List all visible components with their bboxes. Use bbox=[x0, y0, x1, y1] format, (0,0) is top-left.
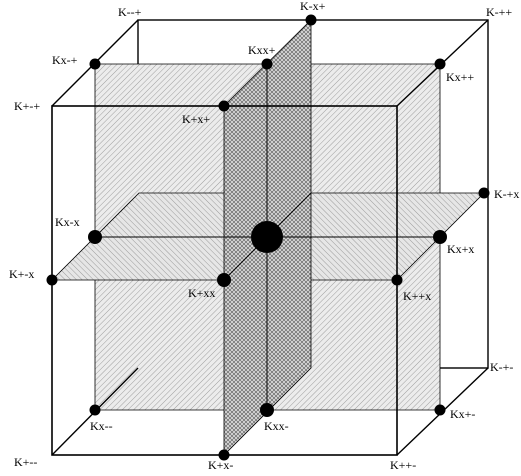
node-kx-minus-plus bbox=[89, 58, 101, 70]
label-k-plus-x-plus: K+x+ bbox=[182, 112, 210, 126]
node-center bbox=[251, 221, 283, 253]
label-kx-plus-x: Kx+x bbox=[447, 242, 474, 256]
label-k-plus-plus-x: K++x bbox=[403, 289, 431, 303]
node-kxx-minus bbox=[260, 403, 274, 417]
node-kx-plus-minus bbox=[434, 404, 446, 416]
label-k-plus-minus-minus: K+-- bbox=[14, 455, 37, 469]
node-k-plus-xx bbox=[217, 273, 231, 287]
node-k-plus-x-minus bbox=[218, 449, 230, 461]
label-kx-plus-minus: Kx+- bbox=[450, 407, 475, 421]
label-k-plus-minus-x: K+-x bbox=[9, 267, 34, 281]
label-kxx-minus: Kxx- bbox=[264, 419, 289, 433]
label-k-minus-plus-x: K-+x bbox=[494, 187, 519, 201]
label-k-minus-x-plus: K-x+ bbox=[300, 0, 326, 13]
node-kxx-plus bbox=[261, 58, 273, 70]
node-kx-minus-minus bbox=[89, 404, 101, 416]
label-kxx-plus: Kxx+ bbox=[248, 43, 276, 57]
node-k-plus-plus-x bbox=[391, 274, 403, 286]
label-k-plus-minus-plus: K+-+ bbox=[14, 99, 40, 113]
label-k-minus-plus-plus: K-++ bbox=[486, 5, 512, 19]
node-kx-plus-plus bbox=[434, 58, 446, 70]
label-k-plus-x-minus: K+x- bbox=[208, 458, 233, 472]
label-kx-minus-plus: Kx-+ bbox=[52, 53, 78, 67]
label-kx-minus-x: Kx-x bbox=[55, 215, 80, 229]
node-k-plus-minus-x bbox=[46, 274, 58, 286]
label-k-minus-plus-minus: K-+- bbox=[490, 360, 513, 374]
label-k-plus-plus-minus: K++- bbox=[390, 458, 416, 472]
node-k-plus-x-plus bbox=[218, 100, 230, 112]
label-kx-minus-minus: Kx-- bbox=[90, 419, 113, 433]
node-k-x-plus bbox=[305, 14, 317, 26]
node-kx-minus-x bbox=[88, 230, 102, 244]
label-k-minus-minus-plus: K--+ bbox=[118, 5, 142, 19]
label-kx-plus-plus: Kx++ bbox=[446, 70, 474, 84]
label-k-plus-x-x: K+xx bbox=[188, 286, 215, 300]
node-kx-plus-x bbox=[433, 230, 447, 244]
node-k-minus-plus-x bbox=[478, 187, 490, 199]
